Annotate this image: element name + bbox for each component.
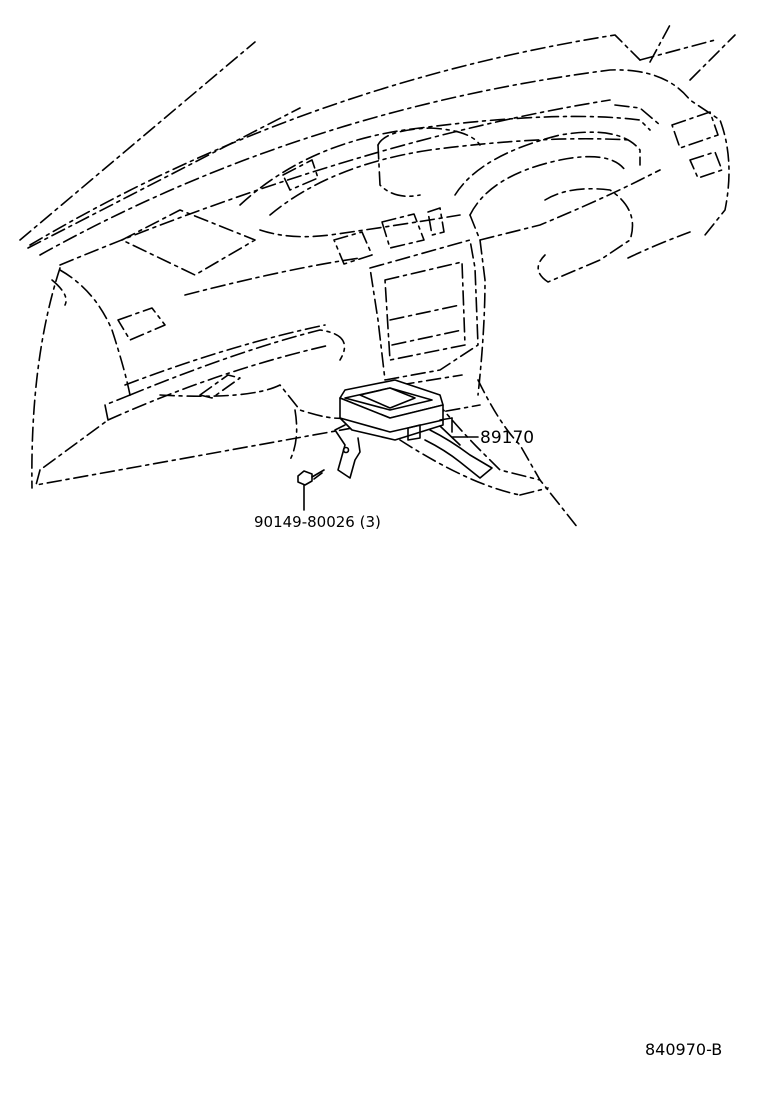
center-console <box>369 239 479 386</box>
reference-code: 840970-B <box>645 1040 723 1059</box>
part-label-89170: 89170 <box>480 428 535 448</box>
dashboard-outline <box>19 24 736 529</box>
computer-assembly <box>334 379 493 479</box>
bolt <box>297 469 325 511</box>
dashboard-vents <box>117 104 723 399</box>
part-label-90149: 90149-80026 (3) <box>254 513 381 531</box>
